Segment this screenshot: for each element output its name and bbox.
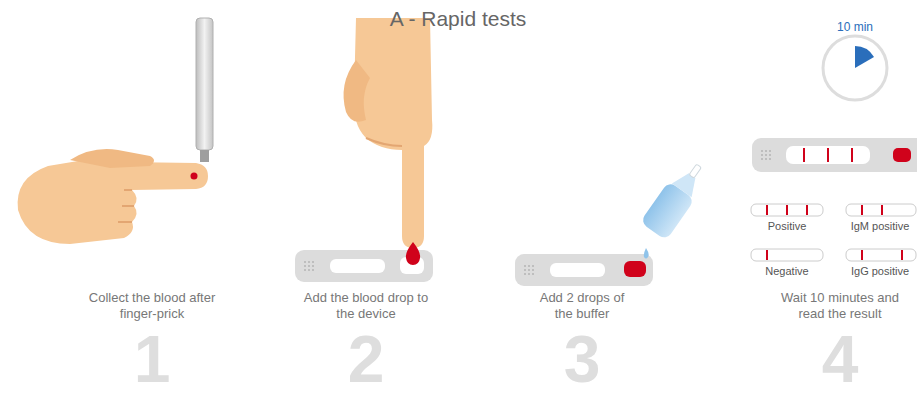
pointing-hand bbox=[344, 18, 433, 265]
diagram-title: A - Rapid tests bbox=[258, 6, 658, 31]
step-number: 4 bbox=[800, 326, 880, 392]
step-caption: Wait 10 minutes and read the result bbox=[770, 290, 910, 321]
finger-prick-hand bbox=[18, 149, 208, 244]
timer-label: 10 min bbox=[820, 20, 890, 34]
step-number: 1 bbox=[112, 326, 192, 392]
result-label: IgM positive bbox=[845, 220, 915, 233]
step-number: 2 bbox=[326, 326, 406, 392]
step-caption: Add 2 drops of the buffer bbox=[532, 290, 632, 321]
result-device bbox=[752, 138, 917, 172]
step-caption: Collect the blood after finger-prick bbox=[82, 290, 222, 321]
timer bbox=[823, 36, 887, 100]
result-strips bbox=[751, 204, 916, 261]
result-label: Positive bbox=[747, 220, 827, 233]
buffer-bottle bbox=[640, 157, 712, 241]
test-device bbox=[515, 254, 653, 286]
result-label: IgG positive bbox=[845, 265, 915, 278]
step-number: 3 bbox=[542, 326, 622, 392]
lancet-pen bbox=[196, 18, 213, 162]
step-caption: Add the blood drop to the device bbox=[296, 290, 436, 321]
result-label: Negative bbox=[747, 265, 827, 278]
result-lines bbox=[767, 205, 902, 260]
